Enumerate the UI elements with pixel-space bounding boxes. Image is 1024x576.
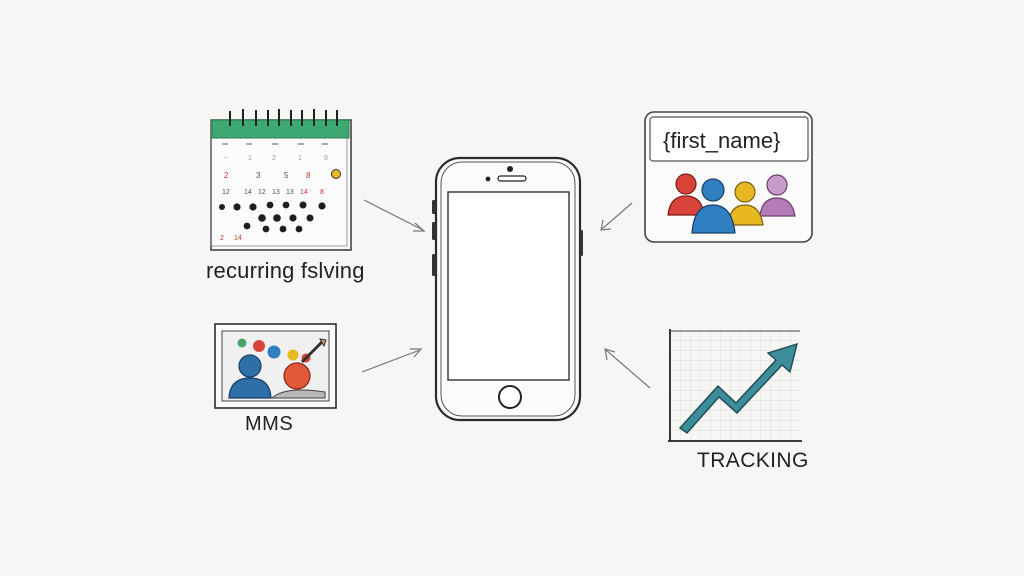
- personalization-card: [644, 111, 813, 243]
- svg-text:2: 2: [272, 155, 276, 162]
- svg-text:14: 14: [234, 235, 242, 242]
- svg-text:1: 1: [248, 155, 252, 162]
- arrow-calendar-to-phone: [363, 199, 426, 232]
- svg-text:8: 8: [306, 171, 311, 180]
- connector-arrows: [361, 199, 651, 389]
- svg-text:2: 2: [224, 171, 229, 180]
- svg-text:1: 1: [298, 155, 302, 162]
- svg-text:8: 8: [320, 189, 324, 196]
- tracking-label: TRACKING: [697, 449, 809, 472]
- svg-text:9: 9: [324, 155, 328, 162]
- mms-label: MMS: [245, 413, 294, 435]
- svg-text:13: 13: [272, 189, 280, 196]
- svg-text:12: 12: [258, 189, 266, 196]
- arrow-tracking-to-phone: [604, 348, 651, 389]
- svg-text:5: 5: [284, 171, 289, 180]
- arrow-mms-to-phone: [361, 348, 423, 373]
- svg-text:14: 14: [300, 189, 308, 196]
- people-icon: [667, 173, 796, 234]
- svg-text:2: 2: [220, 235, 224, 242]
- image-icon: [214, 323, 337, 409]
- merge-field-token: {first_name}: [663, 128, 781, 153]
- svg-text:~: ~: [224, 155, 228, 162]
- growth-chart-icon: [668, 329, 802, 442]
- smartphone-icon: [432, 156, 583, 422]
- arrow-people-to-phone: [600, 202, 633, 231]
- svg-text:12: 12: [222, 189, 230, 196]
- svg-text:14: 14: [244, 189, 252, 196]
- svg-text:13: 13: [286, 189, 294, 196]
- recurring-label: recurring fslving: [206, 258, 365, 283]
- svg-text:3: 3: [256, 171, 261, 180]
